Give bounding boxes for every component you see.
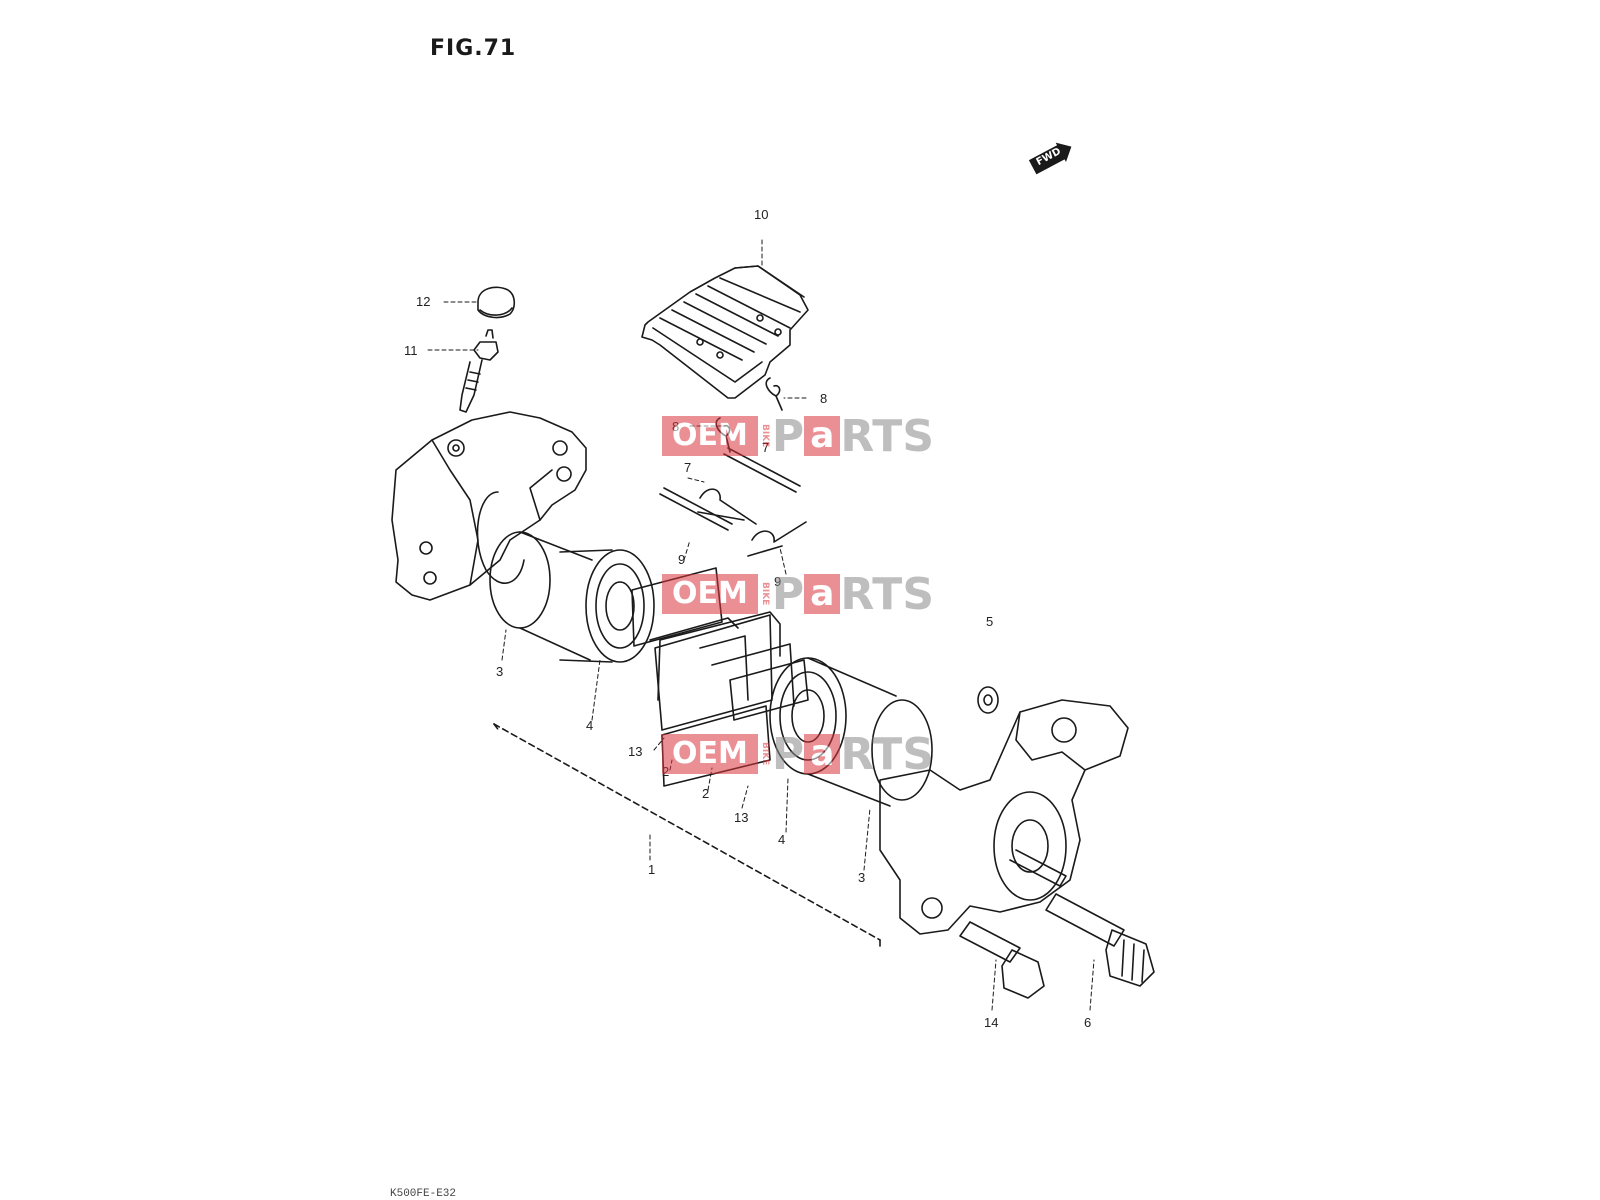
- brake-pad-set-part: [641, 265, 809, 399]
- callout-13-right: 13: [734, 810, 749, 825]
- callout-4-left: 4: [586, 718, 594, 733]
- fwd-arrow-shape: [1028, 142, 1072, 175]
- watermark-bike: BIKE: [759, 424, 770, 448]
- piston-left: [559, 549, 655, 663]
- assembly-bracket: [493, 723, 881, 951]
- piston-seal-right: [871, 699, 933, 801]
- pad-pins: [659, 447, 801, 531]
- callout-9-left: 9: [678, 552, 686, 567]
- brake-pad-right: [711, 643, 809, 721]
- figure-footer-code: K500FE-E32: [390, 1188, 457, 1200]
- watermark-rts: RTS: [840, 728, 935, 780]
- callout-7-right: 7: [762, 440, 770, 455]
- callout-9-right: 9: [774, 574, 782, 589]
- callout-12: 12: [416, 294, 431, 309]
- watermark-a: a: [804, 416, 841, 456]
- callout-14: 14: [984, 1015, 999, 1030]
- piston-seal-left: [489, 531, 593, 661]
- pad-springs: [697, 488, 807, 557]
- callout-3-right: 3: [858, 870, 866, 885]
- leader-lines: [427, 239, 1095, 1011]
- watermark-rts: RTS: [840, 410, 935, 462]
- watermark-oem: OEM: [662, 574, 758, 614]
- watermark-a: a: [804, 734, 841, 774]
- watermark-top: OEM BIKE P a RTS: [662, 411, 934, 462]
- callout-1: 1: [648, 862, 656, 877]
- watermark-a: a: [804, 574, 841, 614]
- caliper-half-right: [879, 699, 1129, 935]
- callout-11: 11: [404, 343, 418, 358]
- watermark-bike: BIKE: [759, 742, 770, 766]
- watermark-p: P: [771, 568, 805, 620]
- callout-5: 5: [986, 614, 994, 629]
- callout-3-left: 3: [496, 664, 504, 679]
- watermark-middle: OEM BIKE P a RTS: [662, 569, 934, 620]
- callout-6: 6: [1084, 1015, 1092, 1030]
- figure-title: FIG.71: [430, 36, 517, 61]
- caliper-half-left: [391, 411, 587, 601]
- watermark-oem: OEM: [662, 416, 758, 456]
- watermark-oem: OEM: [662, 734, 758, 774]
- caliper-bolt-short: [959, 921, 1045, 999]
- caliper-bolt-long: [1045, 893, 1155, 987]
- callout-13-left: 13: [628, 744, 643, 759]
- watermark-p: P: [771, 728, 805, 780]
- watermark-p: P: [771, 410, 805, 462]
- watermark-rts: RTS: [840, 568, 935, 620]
- washer-part: [977, 686, 999, 714]
- bleeder-cap-part: [477, 286, 516, 319]
- watermark-bottom: OEM BIKE P a RTS: [662, 729, 934, 780]
- forward-arrow-icon: FWD: [1027, 137, 1076, 177]
- callout-2-right: 2: [702, 786, 710, 801]
- watermark-bike: BIKE: [759, 582, 770, 606]
- callout-8-upper: 8: [820, 391, 828, 406]
- callout-7-left: 7: [684, 460, 692, 475]
- bleeder-valve-part: [459, 329, 499, 413]
- callout-4-right: 4: [778, 832, 786, 847]
- anti-squeal-shim-left: [654, 614, 773, 731]
- callout-10: 10: [754, 207, 769, 222]
